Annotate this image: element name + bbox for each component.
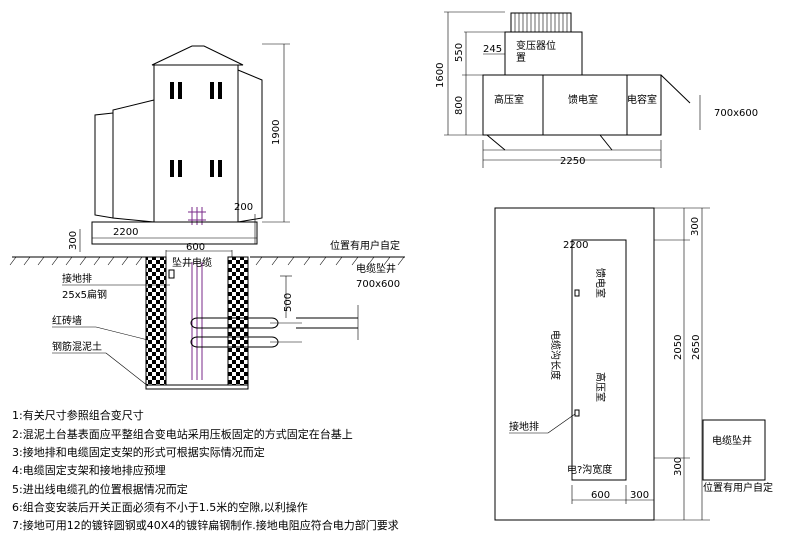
cabinet-body [153,64,239,223]
radiator [510,12,572,33]
dim-1900: 1900 [271,120,282,145]
note-4: 4:电缆固定支架和接地排应预埋 [12,463,166,477]
cable-trench [571,239,627,481]
label-fp-user-position: 位置有用户自定 [703,481,773,494]
label-grounding-bar: 接地排 [62,272,92,285]
dim-200: 200 [234,202,253,213]
note-6: 6:组合变安装后开关正面必须有不小于1.5米的空隙,以利操作 [12,500,308,514]
dim-fp-2200: 2200 [563,240,588,251]
note-7: 7:接地可用12的镀锌圆钢或40X4的镀锌扁钢制作.接地电阻应符合电力部门要求 [12,518,399,532]
label-fp-trench: 电缆沟长度 [549,330,562,380]
capacitor-room [626,74,662,136]
dim-fp-600: 600 [591,490,610,501]
concrete-base [91,221,258,245]
label-fp-trench-width: 电?沟宽度 [567,463,612,476]
label-flat-steel: 25x5扁钢 [62,288,107,301]
cable-conduits [190,317,302,348]
dim-fp-2650: 2650 [691,335,702,360]
pit-cables [191,262,203,380]
label-feeder-room: 馈电室 [568,93,598,106]
cable-route-to-pit [296,317,358,329]
plan-diagonal-bottom [486,134,613,151]
grounding-bar-bottom-icon [574,409,580,417]
cabinet-side-panel [112,99,155,223]
dim-fp-2050: 2050 [673,335,684,360]
brick-wall-left [145,256,167,386]
foundation-plan-view: 馈电室 电缆沟长度 高压室 接地排 电?沟宽度 2200 300 2050 26… [494,207,773,521]
dim-800: 800 [454,96,465,115]
brick-wall-right [227,256,249,386]
note-2: 2:混泥土台基表面应平整组合变电站采用压板固定的方式固定在台基上 [12,427,353,441]
cabinet-roof [151,45,244,66]
note-3: 3:接地排和电缆固定支架的形式可根据实际情况而定 [12,445,265,459]
dim-2200: 2200 [113,227,138,238]
cabinet-right-panel [237,69,263,223]
label-size-700x600: 700x600 [714,108,758,119]
dim-fp-300-top: 300 [690,217,701,236]
ground-hatching [9,256,405,266]
dim-245: 245 [483,44,502,55]
label-user-position: 位置有用户自定 [330,239,400,252]
dim-500: 500 [283,293,294,312]
dim-fp-300-right: 300 [630,490,649,501]
label-transformer-2: 置 [516,52,526,64]
foundation-outline [494,207,655,521]
label-pit-cable: 坠井电缆 [172,256,212,269]
grounding-bar-top-icon [574,289,580,297]
label-fp-grounding-bar: 接地排 [509,420,539,433]
note-5: 5:进出线电缆孔的位置根据情况而定 [12,482,188,496]
pit-floor [145,384,249,390]
label-cable-pit-size: 700x600 [356,279,400,290]
dim-300: 300 [68,231,79,250]
label-fp-cable-pit: 电缆坠井 [712,434,752,447]
top-plan-view: 变压器位 置 高压室 馈电室 电容室 1600 550 800 245 2250… [435,11,758,168]
label-concrete: 钢筋混泥土 [52,340,102,353]
note-1: 1:有关尺寸参照组合变尺寸 [12,408,144,422]
dim-1600: 1600 [435,63,446,88]
dim-550: 550 [454,43,465,62]
dim-2250: 2250 [560,156,585,167]
label-hv-room: 高压室 [494,93,524,106]
label-cable-pit: 电缆坠井 [356,262,396,275]
label-fp-hv: 高压室 [594,372,607,402]
elevation-view: 1900 200 300 2200 600 [9,43,405,390]
cabinet-side-edge [94,112,114,219]
vent-group-top [170,82,222,177]
radiator-fins [514,13,568,32]
label-red-brick: 红砖墙 [52,314,82,327]
fp-cable-pit [702,419,766,481]
label-transformer-1: 变压器位 [516,39,556,52]
label-capacitor-room: 电容室 [627,93,657,106]
label-fp-feeder: 馈电室 [594,268,607,298]
plan-diagonal-right [660,74,691,104]
dim-600: 600 [186,242,205,253]
notes-list: 1:有关尺寸参照组合变尺寸 2:混泥土台基表面应平整组合变电站采用压板固定的方式… [12,408,399,532]
dim-fp-300-bottom: 300 [673,457,684,476]
grounding-bar-icon [168,269,175,279]
